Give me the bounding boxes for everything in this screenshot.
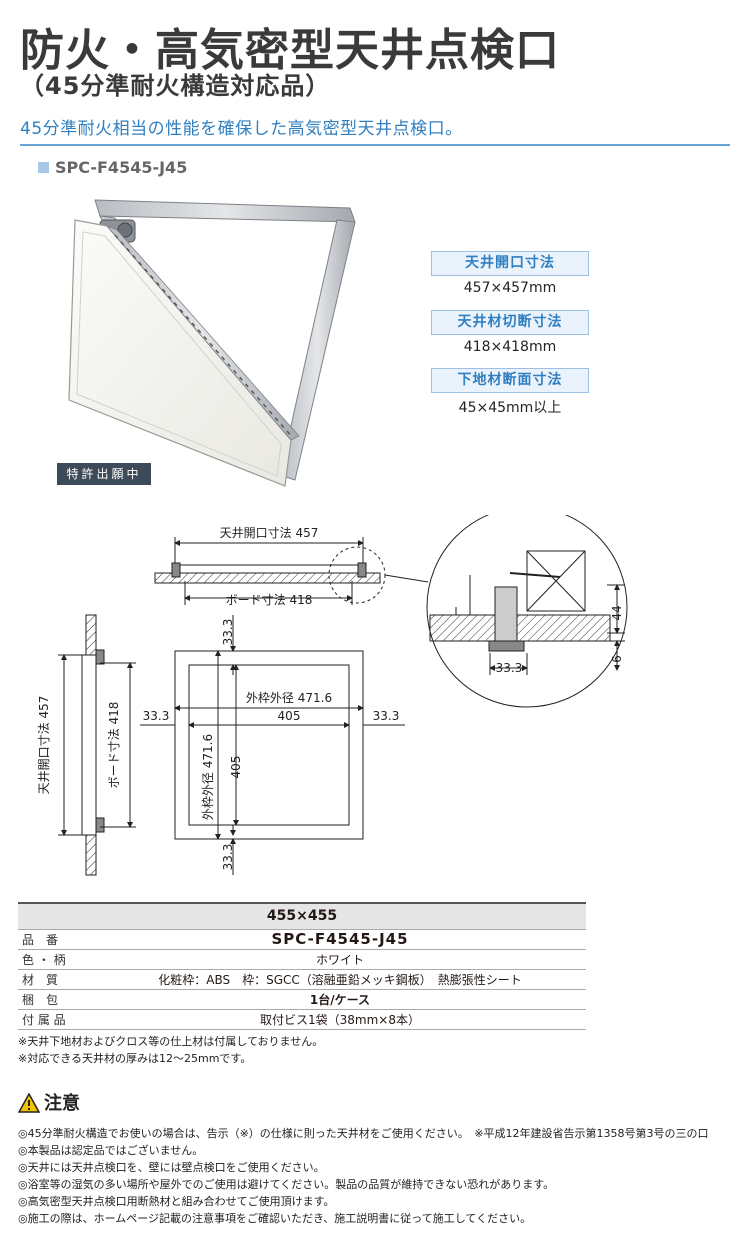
table-row: 梱 包 1台/ケース <box>18 989 586 1010</box>
caution-line: ◎施工の際は、ホームページ記載の注意事項をご確認いただき、施工説明書に従って施工… <box>18 1212 532 1225</box>
side-opening-label: 天井開口寸法 457 <box>37 696 51 795</box>
warning-icon <box>17 1092 41 1113</box>
section-view-side <box>58 614 136 876</box>
table-cell-label: 付 属 品 <box>18 1009 94 1030</box>
technical-drawing: 天井開口寸法 457 ボード寸法 418 33.3 44 6 <box>37 515 628 876</box>
note-line: ※対応できる天井材の厚みは12〜25mmです。 <box>18 1052 252 1065</box>
caution-line: ◎浴室等の湿気の多い場所や屋外でのご使用は避けてください。製品の品質が維持できな… <box>18 1178 555 1191</box>
table-header-row: 455×455 <box>18 902 586 930</box>
note-line: ※天井下地材およびクロス等の仕上材は付属しておりません。 <box>18 1035 324 1048</box>
plan-outer-v-label: 外枠外径 471.6 <box>201 734 215 820</box>
table-cell-value: 取付ビス1袋（38mm×8本） <box>94 1009 586 1030</box>
side-board-label: ボード寸法 418 <box>107 702 121 789</box>
spec-value-opening: 457×457mm <box>463 280 557 296</box>
table-cell-value: ホワイト <box>94 949 586 970</box>
detail-333-label: 33.3 <box>496 661 523 675</box>
top-opening-label: 天井開口寸法 457 <box>220 526 319 540</box>
table-row: 色 ・ 柄 ホワイト <box>18 949 586 970</box>
caution-line: ◎天井には天井点検口を、壁には壁点検口をご使用ください。 <box>18 1161 325 1174</box>
product-photo <box>68 199 356 487</box>
table-row: 材 質 化粧枠：ABS 枠：SGCC（溶融亜鉛メッキ鋼板） 熱膨張性シート <box>18 969 586 990</box>
detail-44-label: 44 <box>610 605 624 620</box>
top-board-label: ボード寸法 418 <box>226 593 313 607</box>
plan-333-top-label: 33.3 <box>221 619 235 646</box>
caution-heading: 注意 <box>17 1089 80 1115</box>
table-row: 品 番 SPC-F4545-J45 <box>18 929 586 950</box>
spec-table: 455×455 品 番 SPC-F4545-J45 色 ・ 柄 ホワイト 材 質… <box>18 902 586 1030</box>
plan-outer-h-label: 外枠外径 471.6 <box>246 691 332 705</box>
detail-view <box>426 515 628 708</box>
plan-view <box>140 615 405 875</box>
header-divider <box>20 144 730 146</box>
table-cell-label: 品 番 <box>18 929 94 950</box>
page-subtitle: （45分準耐火構造対応品） <box>20 72 331 100</box>
lead-text: 45分準耐火相当の性能を確保した高気密型天井点検口。 <box>20 119 463 139</box>
plan-333-left-label: 33.3 <box>143 709 170 723</box>
model-label: SPC-F4545-J45 <box>38 158 187 177</box>
table-cell-label: 材 質 <box>18 969 94 990</box>
table-size-header: 455×455 <box>18 902 586 930</box>
spec-label-cut: 天井材切断寸法 <box>431 310 589 335</box>
table-cell-value: SPC-F4545-J45 <box>94 929 586 950</box>
patent-pending-badge: 特許出願中 <box>57 463 151 485</box>
table-cell-label: 色 ・ 柄 <box>18 949 94 970</box>
plan-333-right-label: 33.3 <box>373 709 400 723</box>
plan-405-h-label: 405 <box>278 709 301 723</box>
plan-405-v-label: 405 <box>229 756 243 779</box>
spec-value-cut: 418×418mm <box>463 339 557 355</box>
table-cell-value: 化粧枠：ABS 枠：SGCC（溶融亜鉛メッキ鋼板） 熱膨張性シート <box>94 969 586 990</box>
spec-label-joist: 下地材断面寸法 <box>431 368 589 393</box>
plan-333-bottom-label: 33.3 <box>221 844 235 871</box>
caution-line: ◎本製品は認定品ではございません。 <box>18 1144 204 1157</box>
table-cell-label: 梱 包 <box>18 989 94 1010</box>
table-cell-value: 1台/ケース <box>94 989 586 1010</box>
page-title: 防火・高気密型天井点検口 <box>20 25 560 76</box>
detail-6-label: 6 <box>610 655 624 663</box>
caution-line: ◎高気密型天井点検口用断熱材と組み合わせてご使用頂けます。 <box>18 1195 335 1208</box>
square-bullet-icon <box>38 162 49 173</box>
spec-label-opening: 天井開口寸法 <box>431 251 589 276</box>
section-view-top <box>154 537 429 605</box>
caution-line: ◎45分準耐火構造でお使いの場合は、告示（※）の仕様に則った天井材をご使用くださ… <box>18 1127 709 1140</box>
caution-title: 注意 <box>44 1093 80 1114</box>
table-row: 付 属 品 取付ビス1袋（38mm×8本） <box>18 1009 586 1030</box>
spec-value-joist: 45×45mm以上 <box>458 400 562 416</box>
model-name: SPC-F4545-J45 <box>55 158 188 177</box>
